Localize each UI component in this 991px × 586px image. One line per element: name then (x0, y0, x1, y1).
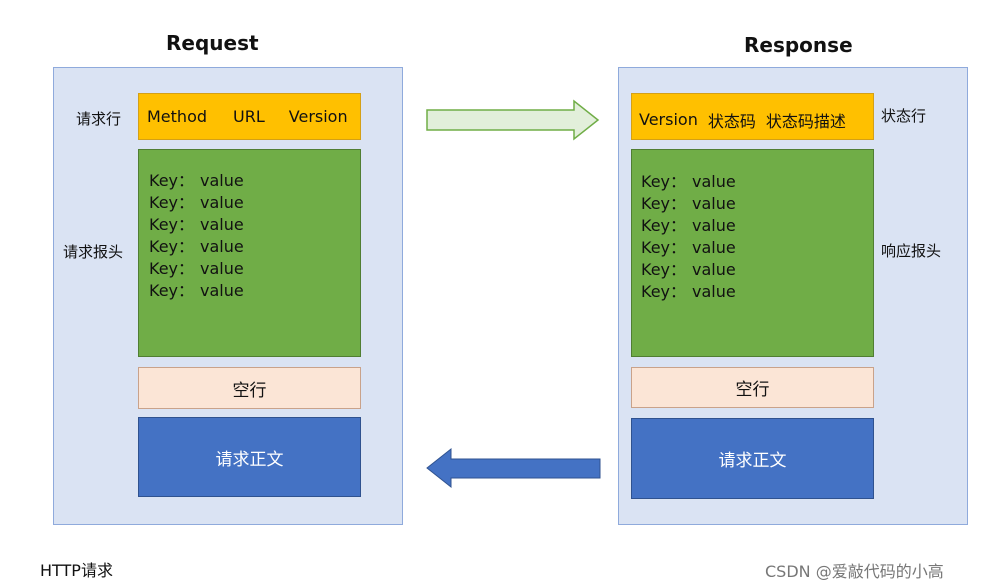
response-blank-line-box: 空行 (631, 367, 874, 408)
status-code: 状态码 (707, 111, 756, 131)
header-key: Key： (641, 282, 687, 301)
header-value: value (200, 171, 244, 190)
request-body-label: 请求正文 (215, 449, 284, 470)
header-row: Key： value (641, 237, 873, 259)
response-headers-label: 响应报头 (881, 242, 942, 260)
header-key: Key： (641, 238, 687, 257)
header-key: Key： (641, 260, 687, 279)
header-row: Key： value (641, 215, 873, 237)
header-row: Key： value (641, 281, 873, 303)
header-row: Key： value (641, 171, 873, 193)
header-row: Key： value (149, 192, 360, 214)
header-key: Key： (641, 194, 687, 213)
response-title: Response (744, 33, 853, 57)
header-row: Key： value (149, 236, 360, 258)
figure-caption: HTTP请求 (40, 561, 113, 580)
header-key: Key： (149, 281, 195, 300)
header-key: Key： (149, 237, 195, 256)
request-headers-label: 请求报头 (63, 243, 124, 261)
header-value: value (692, 238, 736, 257)
request-line-box: Method URL Version (138, 93, 361, 140)
header-value: value (692, 194, 736, 213)
header-key: Key： (149, 259, 195, 278)
arrow-left-icon (426, 447, 601, 489)
response-body-label: 请求正文 (718, 451, 787, 471)
watermark: CSDN @爱敲代码的小高 (765, 562, 944, 581)
header-row: Key： value (149, 214, 360, 236)
response-version: Version (639, 110, 698, 129)
status-description: 状态码描述 (765, 111, 846, 131)
request-blank-line-box: 空行 (138, 367, 361, 409)
header-value: value (692, 282, 736, 301)
header-key: Key： (149, 171, 195, 190)
request-method: Method (147, 107, 208, 126)
header-key: Key： (149, 193, 195, 212)
header-key: Key： (641, 216, 687, 235)
request-headers-box: Key：value Key：value Key：value Key：value … (138, 149, 361, 357)
request-version: Version (288, 107, 348, 126)
header-row: Key： value (641, 193, 873, 215)
header-value: value (200, 259, 244, 278)
response-headers-box: Key：value Key：value Key：value Key：value … (631, 149, 874, 357)
request-blank-line-label: 空行 (232, 380, 267, 401)
arrow-right-icon (426, 99, 600, 141)
request-title: Request (166, 31, 259, 55)
header-value: value (692, 172, 736, 191)
header-value: value (200, 237, 244, 256)
request-url: URL (233, 107, 265, 126)
header-value: value (200, 215, 244, 234)
request-line-label: 请求行 (76, 110, 122, 128)
header-row: Key： value (149, 280, 360, 302)
response-blank-line-label: 空行 (735, 380, 770, 400)
header-value: value (200, 193, 244, 212)
request-body-box: 请求正文 (138, 417, 361, 497)
header-row: Key： value (641, 259, 873, 281)
header-value: value (692, 260, 736, 279)
header-value: value (692, 216, 736, 235)
header-key: Key： (641, 172, 687, 191)
status-line-label: 状态行 (881, 107, 927, 125)
status-line-box: Version 状态码 状态码描述 (631, 93, 874, 140)
header-row: Key： value (149, 170, 360, 192)
response-body-box: 请求正文 (631, 418, 874, 499)
header-row: Key： value (149, 258, 360, 280)
header-key: Key： (149, 215, 195, 234)
header-value: value (200, 281, 244, 300)
